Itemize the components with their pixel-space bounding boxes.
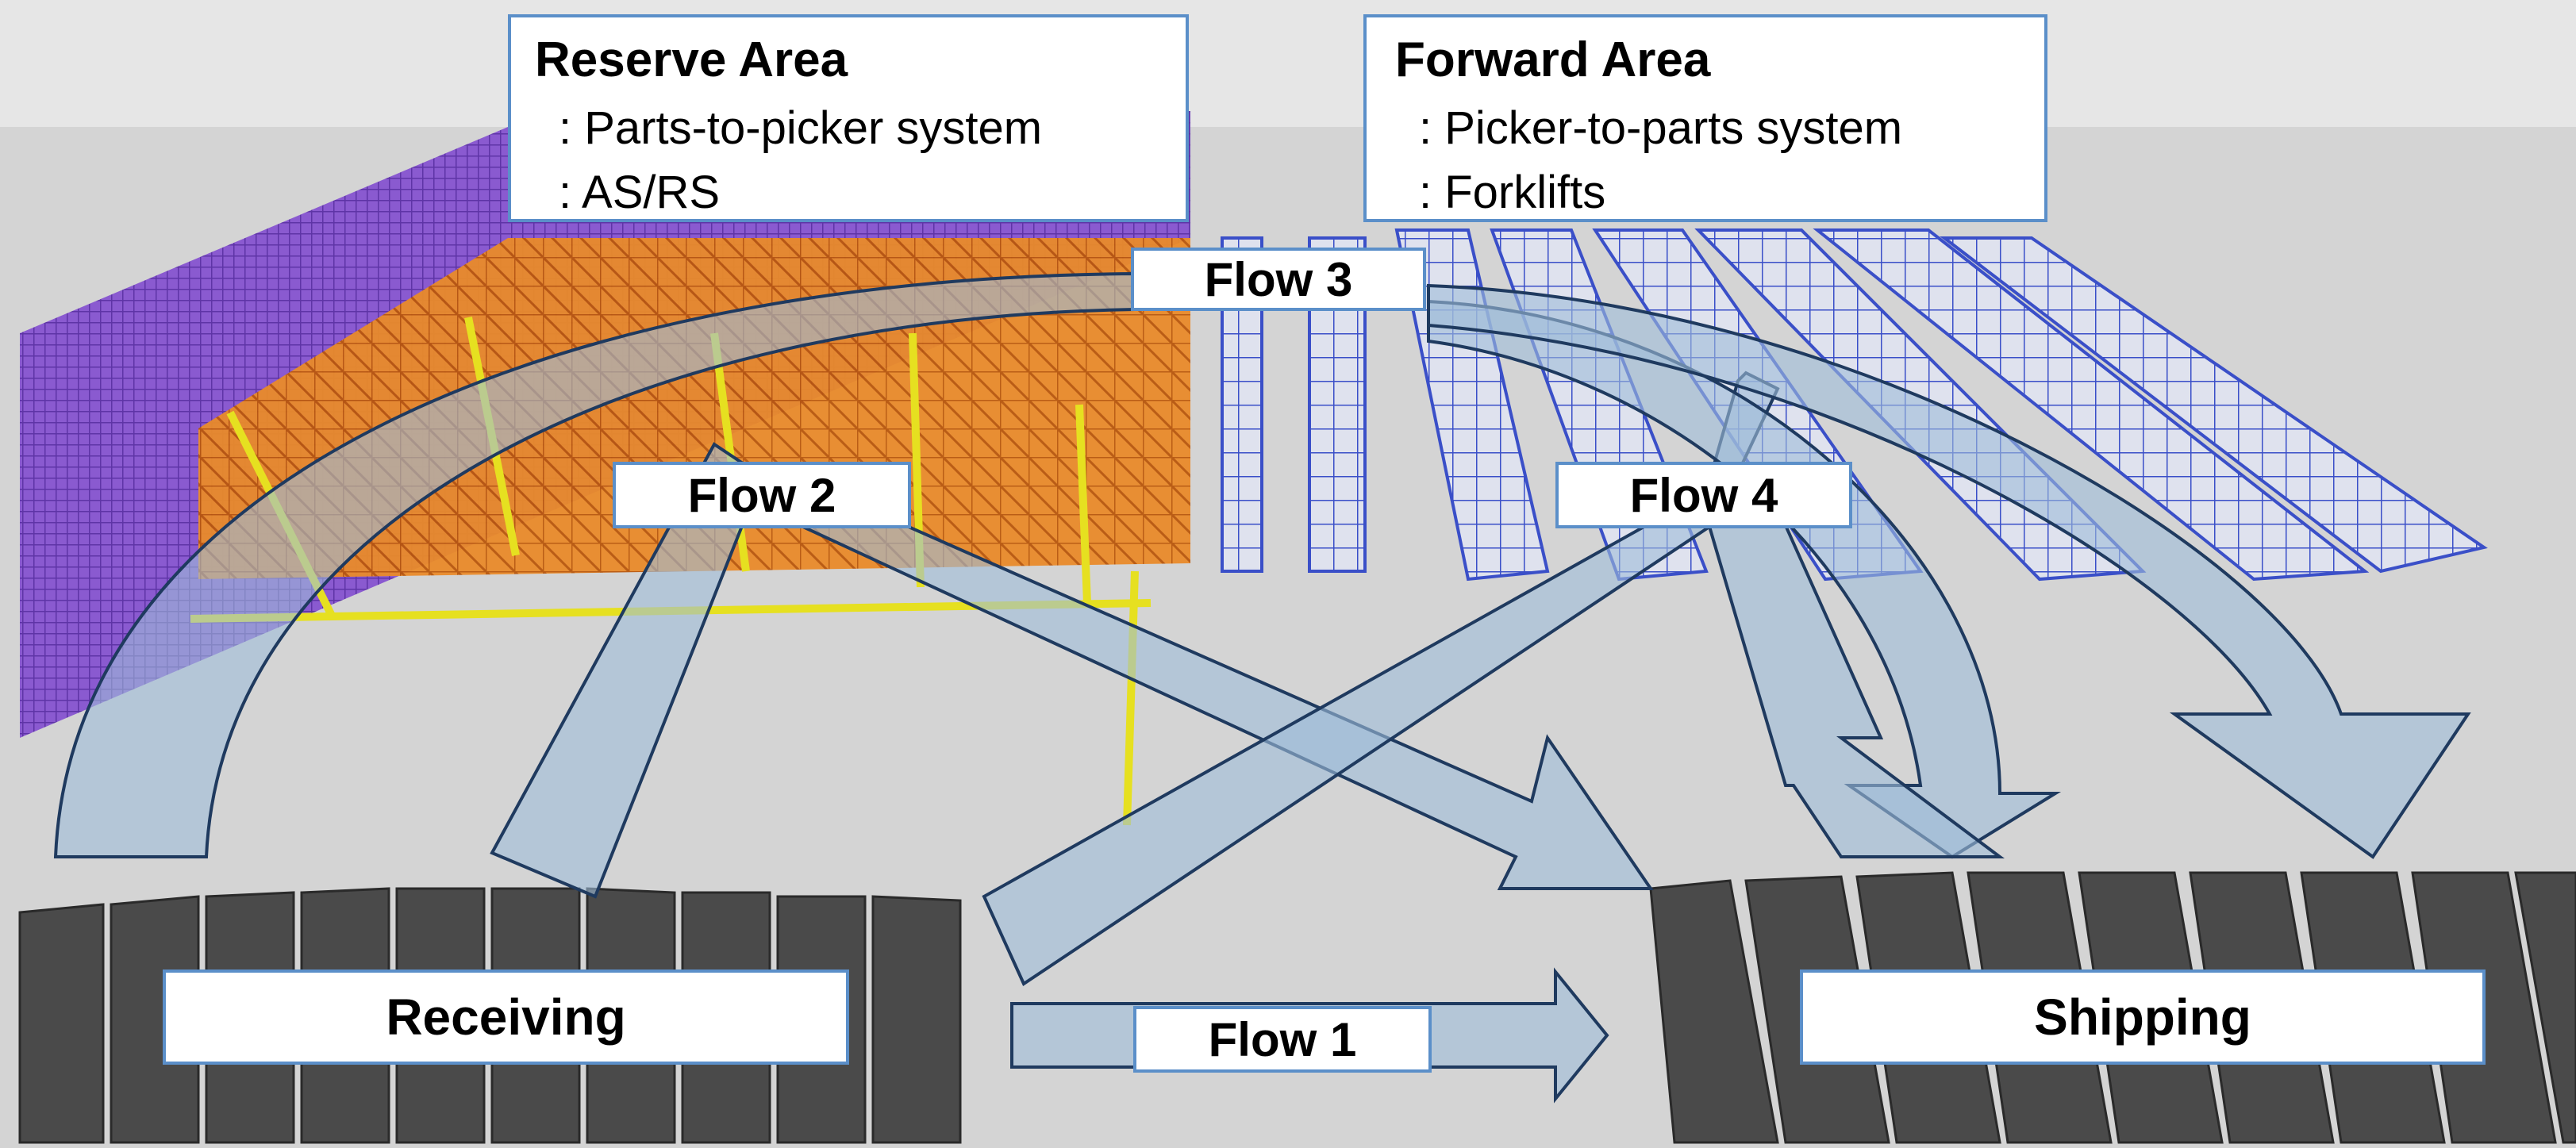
flow3-arc-right-2	[1427, 283, 2471, 859]
shipping-label: Shipping	[1800, 969, 2486, 1065]
flow2-arrow-down	[756, 490, 1654, 890]
forward-area-label: Forward Area : Picker-to-parts system : …	[1363, 14, 2047, 222]
flow3-label: Flow 3	[1131, 248, 1426, 311]
flow4-arrow-down	[1704, 505, 2005, 858]
forward-area-title: Forward Area	[1395, 33, 1711, 87]
reserve-area-line2: : AS/RS	[559, 167, 721, 218]
reserve-area-title: Reserve Area	[535, 33, 848, 87]
background-upper-floor	[0, 0, 2576, 127]
reserve-area-line1: : Parts-to-picker system	[559, 102, 1043, 154]
reserve-area-label: Reserve Area : Parts-to-picker system : …	[508, 14, 1189, 222]
flow2-label: Flow 2	[613, 462, 911, 528]
forward-area-line2: : Forklifts	[1419, 167, 1606, 218]
receiving-label: Receiving	[163, 969, 849, 1065]
flow4-label: Flow 4	[1555, 462, 1852, 528]
flow3-arc-right-1	[1427, 299, 2062, 859]
flow1-label: Flow 1	[1133, 1006, 1432, 1073]
forward-area-line1: : Picker-to-parts system	[1419, 102, 1903, 154]
